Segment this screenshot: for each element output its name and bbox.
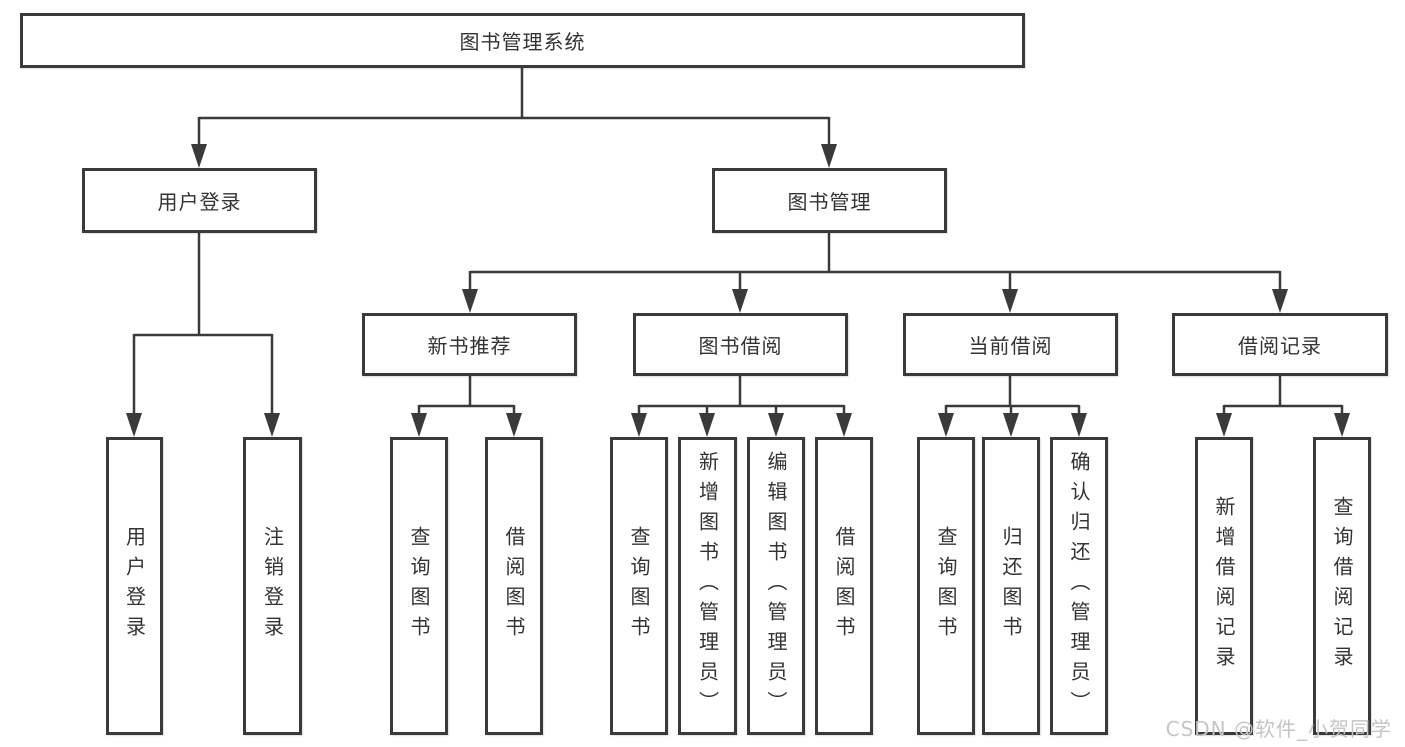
leaf-add-borrow-record: 新增借阅记录 <box>1195 437 1253 735</box>
node-label: 编辑图书（管理员） <box>764 451 788 721</box>
node-label: 查询图书 <box>627 526 651 646</box>
leaf-query-books-current: 查询图书 <box>917 437 975 735</box>
node-new-book-recommend: 新书推荐 <box>362 313 577 376</box>
node-user-login: 用户登录 <box>82 168 317 233</box>
leaf-return-books: 归还图书 <box>982 437 1040 735</box>
leaf-edit-books-admin: 编辑图书（管理员） <box>747 437 805 735</box>
node-label: 图书管理系统 <box>459 30 586 54</box>
node-label: 新增图书（管理员） <box>695 451 720 721</box>
node-label: 确认归还（管理员） <box>1067 451 1091 721</box>
node-label: 借阅记录 <box>1238 334 1322 358</box>
leaf-confirm-return-admin: 确认归还（管理员） <box>1050 437 1108 735</box>
node-label: 借阅图书 <box>502 526 526 646</box>
node-label: 当前借阅 <box>968 334 1053 358</box>
node-label: 新增借阅记录 <box>1212 496 1236 676</box>
node-borrow-record: 借阅记录 <box>1172 313 1388 376</box>
node-current-borrow: 当前借阅 <box>903 313 1118 376</box>
node-label: 用户登录 <box>157 190 242 214</box>
leaf-borrow-books-recommend: 借阅图书 <box>485 437 543 735</box>
node-label: 查询图书 <box>407 526 431 646</box>
leaf-borrow-books: 借阅图书 <box>815 437 873 735</box>
node-label: 查询借阅记录 <box>1330 496 1354 676</box>
node-label: 注销登录 <box>260 526 285 646</box>
node-label: 借阅图书 <box>832 526 856 646</box>
arrowheads <box>126 144 1350 437</box>
node-label: 查询图书 <box>934 526 958 646</box>
leaf-query-borrow-record: 查询借阅记录 <box>1313 437 1371 735</box>
node-library-management-system: 图书管理系统 <box>20 13 1025 68</box>
node-book-management: 图书管理 <box>712 168 947 233</box>
csdn-watermark: CSDN @软件_小贺同学 <box>1165 717 1392 741</box>
leaf-logout: 注销登录 <box>243 437 302 735</box>
node-label: 用户登录 <box>122 526 147 646</box>
node-label: 归还图书 <box>999 526 1023 646</box>
leaf-query-books-borrow: 查询图书 <box>610 437 668 735</box>
node-label: 图书借阅 <box>698 334 783 358</box>
leaf-add-books-admin: 新增图书（管理员） <box>678 437 737 735</box>
node-label: 图书管理 <box>787 190 872 214</box>
leaf-user-login: 用户登录 <box>106 437 163 735</box>
leaf-query-books-recommend: 查询图书 <box>390 437 448 735</box>
node-book-borrow: 图书借阅 <box>633 313 848 376</box>
node-label: 新书推荐 <box>427 334 512 358</box>
